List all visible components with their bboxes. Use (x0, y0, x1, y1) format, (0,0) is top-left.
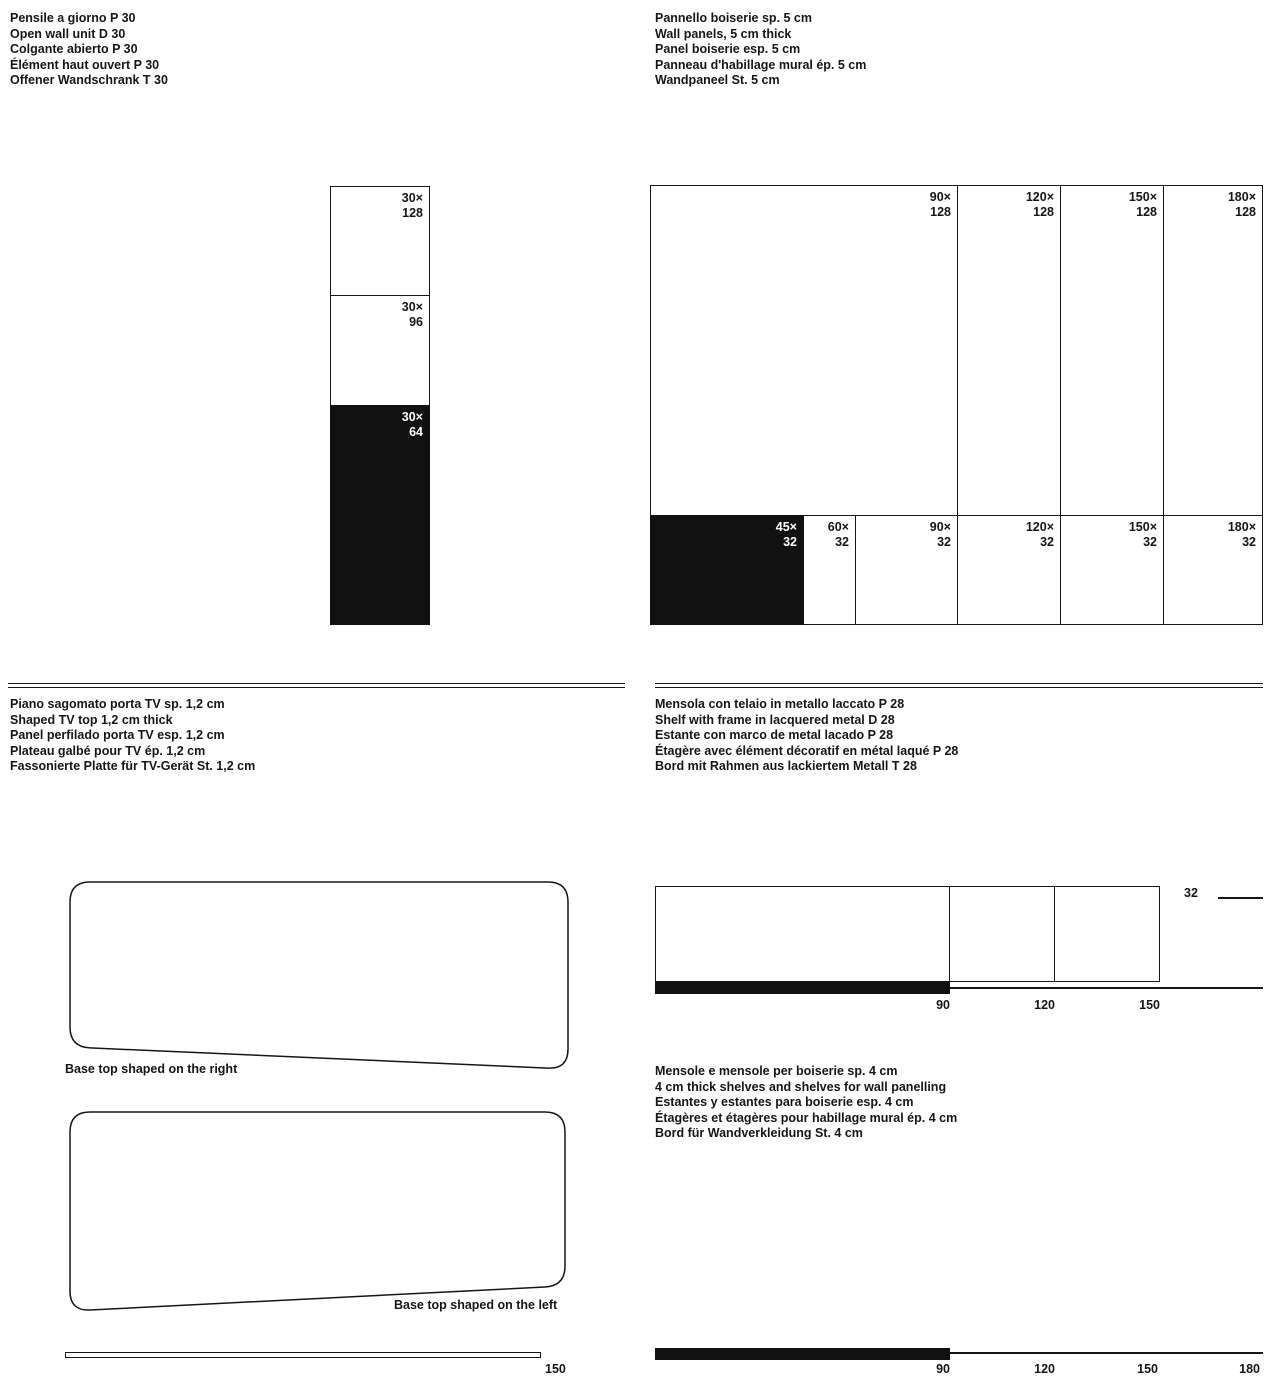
tv-top-length-label: 150 (545, 1362, 566, 1376)
size-label: 120× 128 (1026, 190, 1054, 219)
wall-panels-title-block: Pannello boiserie sp. 5 cm Wall panels, … (655, 11, 866, 89)
size-label: 150× 128 (1129, 190, 1157, 219)
wall-unit-title-block: Pensile a giorno P 30 Open wall unit D 3… (10, 11, 168, 89)
shelf-length-label-150: 150 (1137, 1362, 1158, 1376)
caption-shaped-right: Base top shaped on the right (65, 1062, 238, 1076)
title-line-it: Mensola con telaio in metallo laccato P … (655, 697, 905, 711)
size-height: 32 (937, 534, 951, 549)
shelf-length-label-120: 120 (1034, 1362, 1055, 1376)
size-height: 64 (409, 424, 423, 439)
size-height: 32 (1143, 534, 1157, 549)
size-label: 150× 32 (1129, 520, 1157, 549)
metal-shelf-title-block: Mensola con telaio in metallo laccato P … (655, 697, 958, 775)
shelf-width-label-120: 120 (1034, 998, 1055, 1012)
title-line-fr: Étagère avec élément décoratif en métal … (655, 743, 959, 758)
title-line-es: Panel boiserie esp. 5 cm (655, 42, 801, 57)
size-height: 32 (835, 534, 849, 549)
size-height: 32 (783, 534, 797, 549)
size-label: 90× 128 (930, 190, 951, 219)
size-height: 128 (402, 205, 423, 220)
size-height: 128 (1033, 204, 1054, 219)
title-line-it: Piano sagomato porta TV sp. 1,2 cm (10, 697, 225, 711)
size-width: 180× (1227, 190, 1256, 204)
size-label: 90× 32 (930, 520, 951, 549)
title-line-es: Estante con marco de metal lacado P 28 (655, 728, 894, 743)
title-line-de: Bord für Wandverkleidung St. 4 cm (655, 1126, 863, 1141)
size-width: 90× (929, 520, 951, 534)
shelf-frame-90 (655, 886, 950, 982)
size-label: 30× 64 (402, 410, 423, 439)
tv-top-shaped-left (69, 1111, 566, 1311)
shelf-height-label: 32 (1184, 886, 1198, 900)
divider-rule-left (8, 683, 625, 688)
size-label: 180× 128 (1228, 190, 1256, 219)
title-line-en: Shaped TV top 1,2 cm thick (10, 712, 173, 727)
size-height: 128 (930, 204, 951, 219)
title-line-en: 4 cm thick shelves and shelves for wall … (655, 1079, 947, 1094)
size-width: 90× (929, 190, 951, 204)
caption-shaped-left: Base top shaped on the left (394, 1298, 558, 1312)
wall-unit-30x64: 30× 64 (330, 405, 430, 625)
height-dimension-line (1218, 897, 1263, 899)
size-label: 60× 32 (828, 520, 849, 549)
shelf-bar-90 (655, 1348, 950, 1360)
title-line-de: Bord mit Rahmen aus lackiertem Metall T … (655, 759, 917, 774)
size-width: 150× (1128, 520, 1157, 534)
size-label: 45× 32 (776, 520, 797, 549)
size-width: 120× (1025, 190, 1054, 204)
title-line-it: Pannello boiserie sp. 5 cm (655, 11, 813, 25)
title-line-en: Open wall unit D 30 (10, 26, 126, 41)
size-width: 30× (401, 410, 423, 424)
title-line-de: Offener Wandschrank T 30 (10, 73, 168, 88)
size-width: 45× (775, 520, 797, 534)
divider-rule-right (655, 683, 1263, 688)
shelf-width-label-90: 90 (936, 998, 950, 1012)
title-line-es: Panel perfilado porta TV esp. 1,2 cm (10, 728, 225, 743)
tv-top-title-block: Piano sagomato porta TV sp. 1,2 cm Shape… (10, 697, 255, 775)
tv-top-shaped-right (69, 881, 569, 1069)
size-height: 32 (1040, 534, 1054, 549)
size-height: 128 (1136, 204, 1157, 219)
title-line-fr: Étagères et étagères pour habillage mura… (655, 1110, 958, 1125)
title-line-es: Colgante abierto P 30 (10, 42, 138, 57)
panel-45x32: 45× 32 (650, 515, 804, 625)
size-label: 30× 96 (402, 300, 423, 329)
size-height: 32 (1242, 534, 1256, 549)
tv-top-edge-profile (65, 1352, 541, 1358)
shelf-width-label-150: 150 (1139, 998, 1160, 1012)
title-line-fr: Panneau d'habillage mural ép. 5 cm (655, 57, 867, 72)
shelf-extension-line (950, 987, 1263, 989)
shelf-length-label-180: 180 (1239, 1362, 1260, 1376)
title-line-en: Shelf with frame in lacquered metal D 28 (655, 712, 895, 727)
title-line-it: Mensole e mensole per boiserie sp. 4 cm (655, 1064, 898, 1078)
title-line-it: Pensile a giorno P 30 (10, 11, 136, 25)
title-line-fr: Élément haut ouvert P 30 (10, 57, 160, 72)
shelf-length-extension-line (950, 1352, 1263, 1354)
size-width: 180× (1227, 520, 1256, 534)
size-label: 30× 128 (402, 191, 423, 220)
size-width: 150× (1128, 190, 1157, 204)
size-height: 96 (409, 314, 423, 329)
title-line-es: Estantes y estantes para boiserie esp. 4… (655, 1095, 914, 1110)
size-height: 128 (1235, 204, 1256, 219)
size-width: 30× (401, 300, 423, 314)
size-label: 120× 32 (1026, 520, 1054, 549)
size-width: 30× (401, 191, 423, 205)
title-line-fr: Plateau galbé pour TV ép. 1,2 cm (10, 743, 206, 758)
shelves-title-block: Mensole e mensole per boiserie sp. 4 cm … (655, 1064, 957, 1142)
title-line-en: Wall panels, 5 cm thick (655, 26, 792, 41)
shelf-length-label-90: 90 (936, 1362, 950, 1376)
size-label: 180× 32 (1228, 520, 1256, 549)
size-width: 120× (1025, 520, 1054, 534)
size-width: 60× (827, 520, 849, 534)
title-line-de: Wandpaneel St. 5 cm (655, 73, 780, 88)
title-line-de: Fassonierte Platte für TV-Gerät St. 1,2 … (10, 759, 256, 774)
shelf-board-90 (655, 982, 950, 994)
